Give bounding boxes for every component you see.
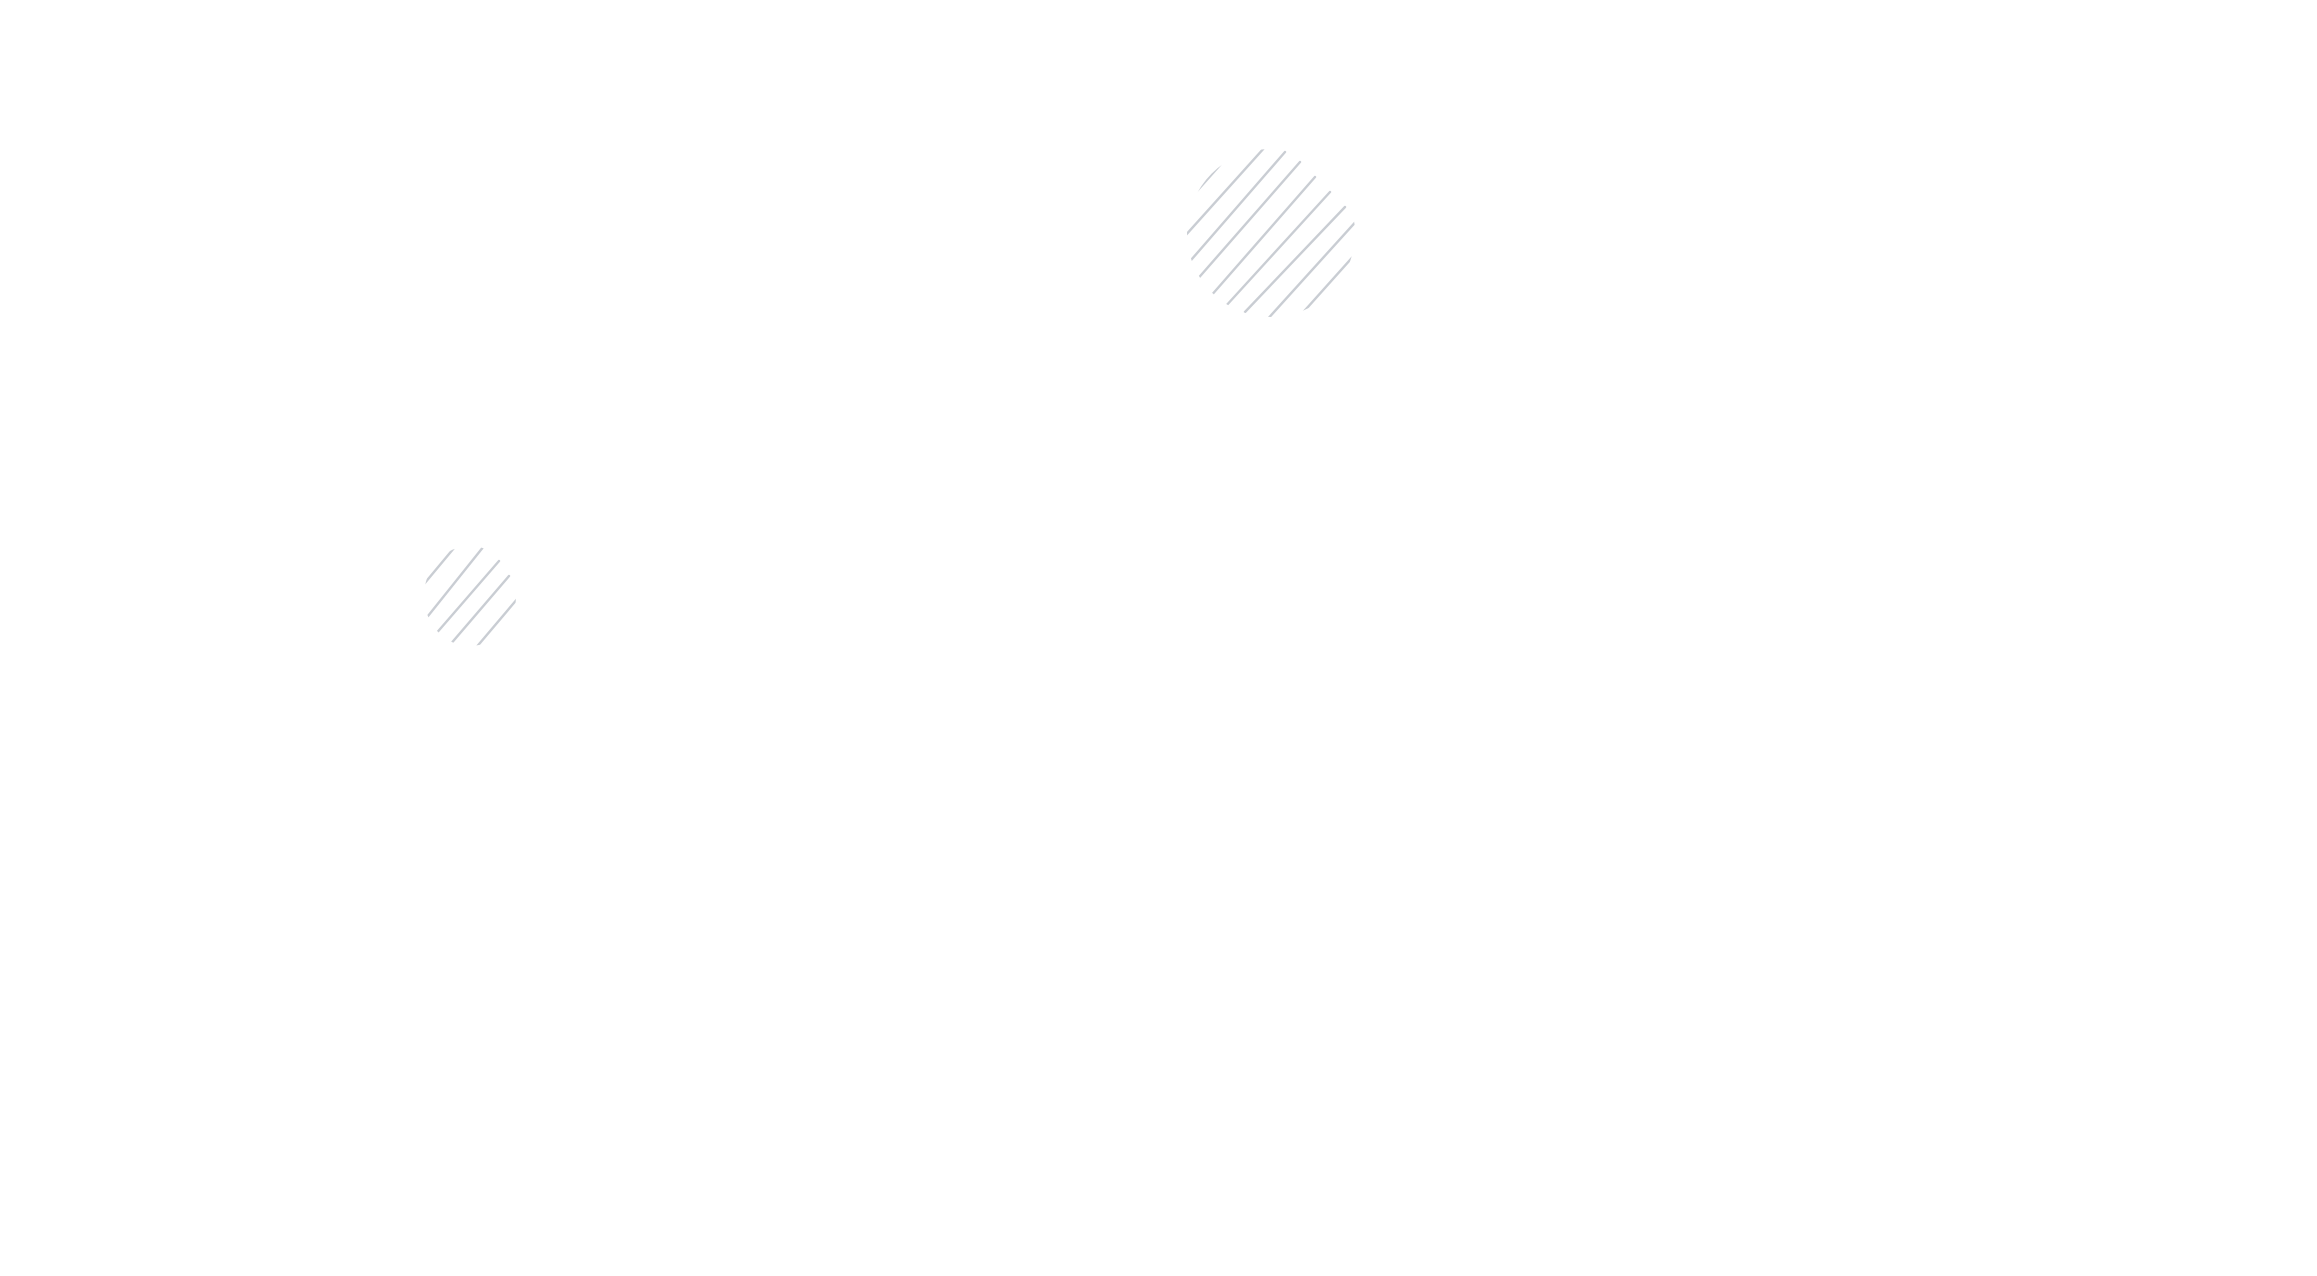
hatch-pattern-icon: [424, 546, 516, 646]
hatch-pattern-icon: [1185, 147, 1357, 319]
